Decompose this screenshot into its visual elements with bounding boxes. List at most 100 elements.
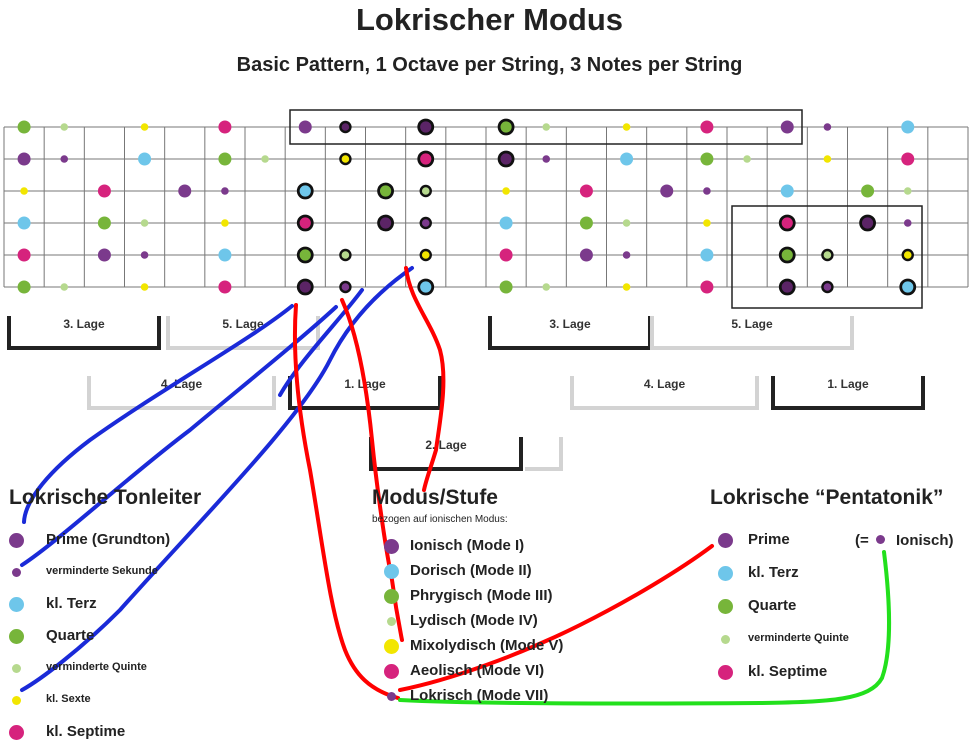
mode-item-label: Lokrisch (Mode VII) bbox=[410, 687, 549, 704]
note-dot bbox=[417, 278, 435, 296]
pentatonic-aside-suffix: Ionisch) bbox=[896, 532, 954, 549]
note-dot bbox=[542, 283, 551, 291]
scale-item-dot bbox=[11, 663, 21, 673]
note-dot bbox=[700, 152, 714, 166]
pentatonic-item-dot bbox=[720, 634, 730, 644]
note-dot bbox=[138, 152, 152, 166]
note-dot bbox=[499, 248, 513, 262]
note-dot bbox=[97, 248, 111, 262]
scale-item-dot bbox=[8, 628, 24, 644]
note-dot bbox=[700, 248, 714, 262]
pentatonic-heading: Lokrische “Pentatonik” bbox=[710, 486, 944, 509]
note-dot bbox=[140, 219, 149, 227]
mode-item-dot bbox=[383, 563, 399, 579]
note-dot bbox=[502, 187, 510, 195]
note-dot bbox=[622, 123, 631, 131]
position-bracket bbox=[166, 316, 320, 350]
scale-item-dot bbox=[11, 567, 21, 577]
ink-stroke bbox=[22, 304, 294, 524]
pentatonic-item-dot bbox=[717, 664, 733, 680]
note-dot bbox=[579, 248, 593, 262]
mode-item-label: Phrygisch (Mode III) bbox=[410, 587, 553, 604]
scale-item-dot bbox=[11, 695, 21, 705]
note-dot bbox=[622, 283, 631, 291]
note-dot bbox=[60, 123, 69, 131]
note-dot bbox=[823, 123, 832, 131]
note-dot bbox=[296, 246, 314, 264]
note-dot bbox=[622, 251, 631, 259]
note-dot bbox=[221, 219, 229, 227]
note-dot bbox=[497, 150, 515, 168]
note-dot bbox=[417, 118, 435, 136]
position-bracket bbox=[650, 316, 854, 350]
note-dot bbox=[780, 184, 794, 198]
note-dot bbox=[861, 184, 875, 198]
note-dot bbox=[140, 123, 149, 131]
pentatonic-item-label: Quarte bbox=[748, 597, 797, 614]
note-dot bbox=[60, 155, 69, 163]
note-dot bbox=[218, 152, 232, 166]
scale-item-label: Prime (Grundton) bbox=[46, 531, 171, 548]
note-dot bbox=[296, 182, 314, 200]
position-bracket-shadow bbox=[525, 437, 563, 471]
ink-stroke bbox=[292, 303, 400, 700]
mode-item-dot bbox=[383, 663, 399, 679]
position-label: 4. Lage bbox=[644, 377, 686, 391]
pentatonic-aside-dot bbox=[876, 535, 885, 544]
annotation-scribbles bbox=[20, 266, 891, 706]
modes-heading: Modus/Stufe bbox=[372, 486, 498, 509]
note-dot bbox=[778, 214, 796, 232]
mode-item-label: Dorisch (Mode II) bbox=[410, 562, 532, 579]
note-dot bbox=[620, 152, 634, 166]
note-dot bbox=[17, 248, 31, 262]
note-dot bbox=[903, 219, 912, 227]
note-dot bbox=[542, 123, 551, 131]
position-label: 3. Lage bbox=[63, 317, 105, 331]
note-dot bbox=[261, 155, 269, 163]
note-dot bbox=[17, 216, 31, 230]
modes-note: bezogen auf ionischen Modus: bbox=[372, 514, 508, 525]
note-dot bbox=[339, 248, 352, 262]
note-dot bbox=[780, 120, 794, 134]
note-dot bbox=[579, 184, 593, 198]
position-label: 3. Lage bbox=[549, 317, 591, 331]
note-dot bbox=[660, 184, 674, 198]
note-dot bbox=[622, 219, 631, 227]
note-dot bbox=[377, 214, 394, 232]
position-bracket bbox=[369, 437, 523, 471]
scale-heading: Lokrische Tonleiter bbox=[9, 486, 202, 509]
pentatonic-item-label: kl. Septime bbox=[748, 663, 828, 680]
note-dot bbox=[703, 187, 711, 195]
mode-item-dot bbox=[383, 638, 399, 654]
note-dot bbox=[97, 216, 111, 230]
note-dot bbox=[218, 248, 232, 262]
page-title: Lokrischer Modus bbox=[356, 2, 623, 37]
position-bracket bbox=[288, 376, 442, 410]
note-dot bbox=[901, 248, 914, 262]
pentatonic-item-label: Prime bbox=[748, 531, 790, 548]
note-dot bbox=[298, 120, 312, 134]
mode-item-dot bbox=[383, 538, 399, 554]
note-dot bbox=[778, 278, 796, 296]
note-dot bbox=[821, 280, 834, 294]
fretboard-notes bbox=[17, 118, 917, 296]
note-dot bbox=[499, 280, 513, 294]
scale-item-label: kl. Septime bbox=[46, 723, 126, 740]
ink-stroke bbox=[278, 288, 364, 397]
ink-stroke bbox=[20, 266, 414, 692]
position-label: 5. Lage bbox=[222, 317, 264, 331]
mode-item-label: Mixolydisch (Mode V) bbox=[410, 637, 564, 654]
note-dot bbox=[377, 182, 394, 200]
pentatonic-item-dot bbox=[717, 532, 733, 548]
note-dot bbox=[823, 155, 832, 163]
position-label: 5. Lage bbox=[731, 317, 773, 331]
fretboard-grid bbox=[3, 126, 969, 288]
pentatonic-item-label: verminderte Quinte bbox=[748, 632, 849, 644]
note-dot bbox=[899, 278, 917, 296]
highlight-box-right bbox=[731, 205, 923, 309]
note-dot bbox=[579, 216, 593, 230]
note-dot bbox=[499, 216, 513, 230]
highlight-boxes bbox=[289, 109, 923, 309]
